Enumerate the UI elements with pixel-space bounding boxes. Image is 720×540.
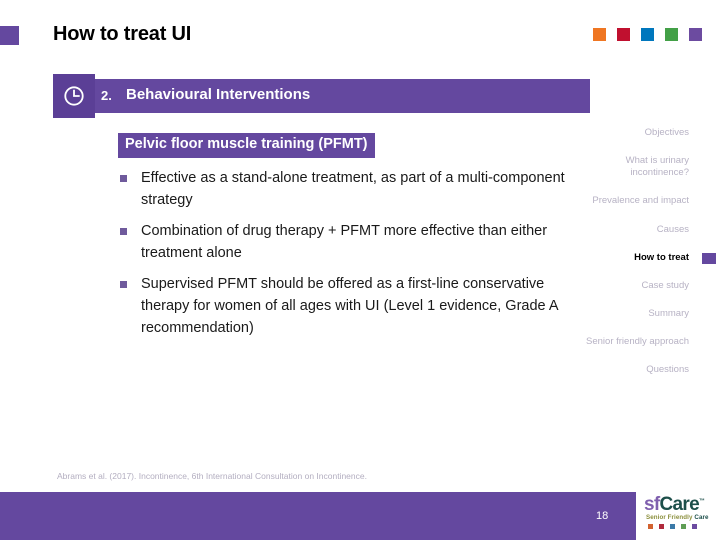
- logo: sfCare™ Senior Friendly Care: [640, 492, 720, 540]
- clock-icon: [63, 85, 85, 107]
- section-banner: [53, 79, 590, 113]
- logo-dot-crimson: [659, 524, 664, 529]
- section-label: Behavioural Interventions: [126, 86, 311, 103]
- nav-item-causes[interactable]: Causes: [656, 223, 689, 235]
- nav-item-label: How to treat: [634, 251, 689, 263]
- bullet-list: Effective as a stand-alone treatment, as…: [120, 167, 575, 348]
- nav-item-what-is-urinary-incontinence[interactable]: What is urinary incontinence?: [625, 155, 689, 179]
- nav-item-questions[interactable]: Questions: [646, 364, 689, 376]
- bullet-marker-icon: [120, 281, 127, 289]
- logo-dot-purple: [692, 524, 697, 529]
- logo-tagline-a: Senior Friendly: [646, 514, 695, 521]
- nav-item-summary[interactable]: Summary: [648, 308, 689, 320]
- color-square-crimson: [617, 28, 630, 41]
- section-number: 2.: [101, 88, 112, 103]
- list-item: Effective as a stand-alone treatment, as…: [120, 167, 575, 211]
- list-item: Supervised PFMT should be offered as a f…: [120, 273, 575, 339]
- logo-dot-orange: [648, 524, 653, 529]
- logo-sf-text: sf: [644, 494, 660, 515]
- page-title: How to treat UI: [53, 23, 192, 45]
- bullet-text: Effective as a stand-alone treatment, as…: [141, 170, 565, 209]
- bullet-marker-icon: [120, 175, 127, 182]
- logo-dot-blue: [670, 524, 675, 529]
- bottom-bar: [0, 492, 636, 540]
- bullet-text: Supervised PFMT should be offered as a f…: [141, 276, 558, 337]
- page-number: 18: [596, 510, 609, 522]
- color-square-purple: [689, 28, 702, 41]
- logo-color-dots: [648, 524, 697, 529]
- logo-wordmark: sfCare™: [644, 494, 705, 515]
- section-icon-box: [53, 74, 95, 118]
- nav-item-objectives[interactable]: Objectives: [644, 127, 689, 138]
- list-item: Combination of drug therapy + PFMT more …: [120, 220, 575, 264]
- nav-active-marker-icon: [702, 252, 716, 264]
- color-square-orange: [593, 28, 606, 41]
- nav-item-how-to-treat[interactable]: How to treat: [585, 251, 716, 264]
- header-color-squares: [593, 28, 702, 41]
- logo-trademark-icon: ™: [698, 498, 705, 505]
- bullet-marker-icon: [120, 228, 127, 236]
- nav-item-case-study[interactable]: Case study: [641, 279, 689, 291]
- color-square-green: [665, 28, 678, 41]
- logo-care-text: Care: [659, 494, 700, 515]
- logo-tagline: Senior Friendly Care: [646, 514, 709, 521]
- logo-tagline-b: Care: [694, 514, 709, 521]
- nav-item-senior-friendly-approach[interactable]: Senior friendly approach: [586, 336, 689, 348]
- citation-text: Abrams et al. (2017). Incontinence, 6th …: [57, 471, 367, 481]
- logo-dot-green: [681, 524, 686, 529]
- subheading-chip: Pelvic floor muscle training (PFMT): [118, 133, 375, 158]
- nav-item-prevalence-and-impact[interactable]: Prevalence and impact: [592, 195, 689, 207]
- left-edge-accent: [0, 26, 19, 45]
- bullet-text: Combination of drug therapy + PFMT more …: [141, 223, 548, 262]
- color-square-blue: [641, 28, 654, 41]
- side-navigation: Objectives What is urinary incontinence?…: [585, 127, 716, 393]
